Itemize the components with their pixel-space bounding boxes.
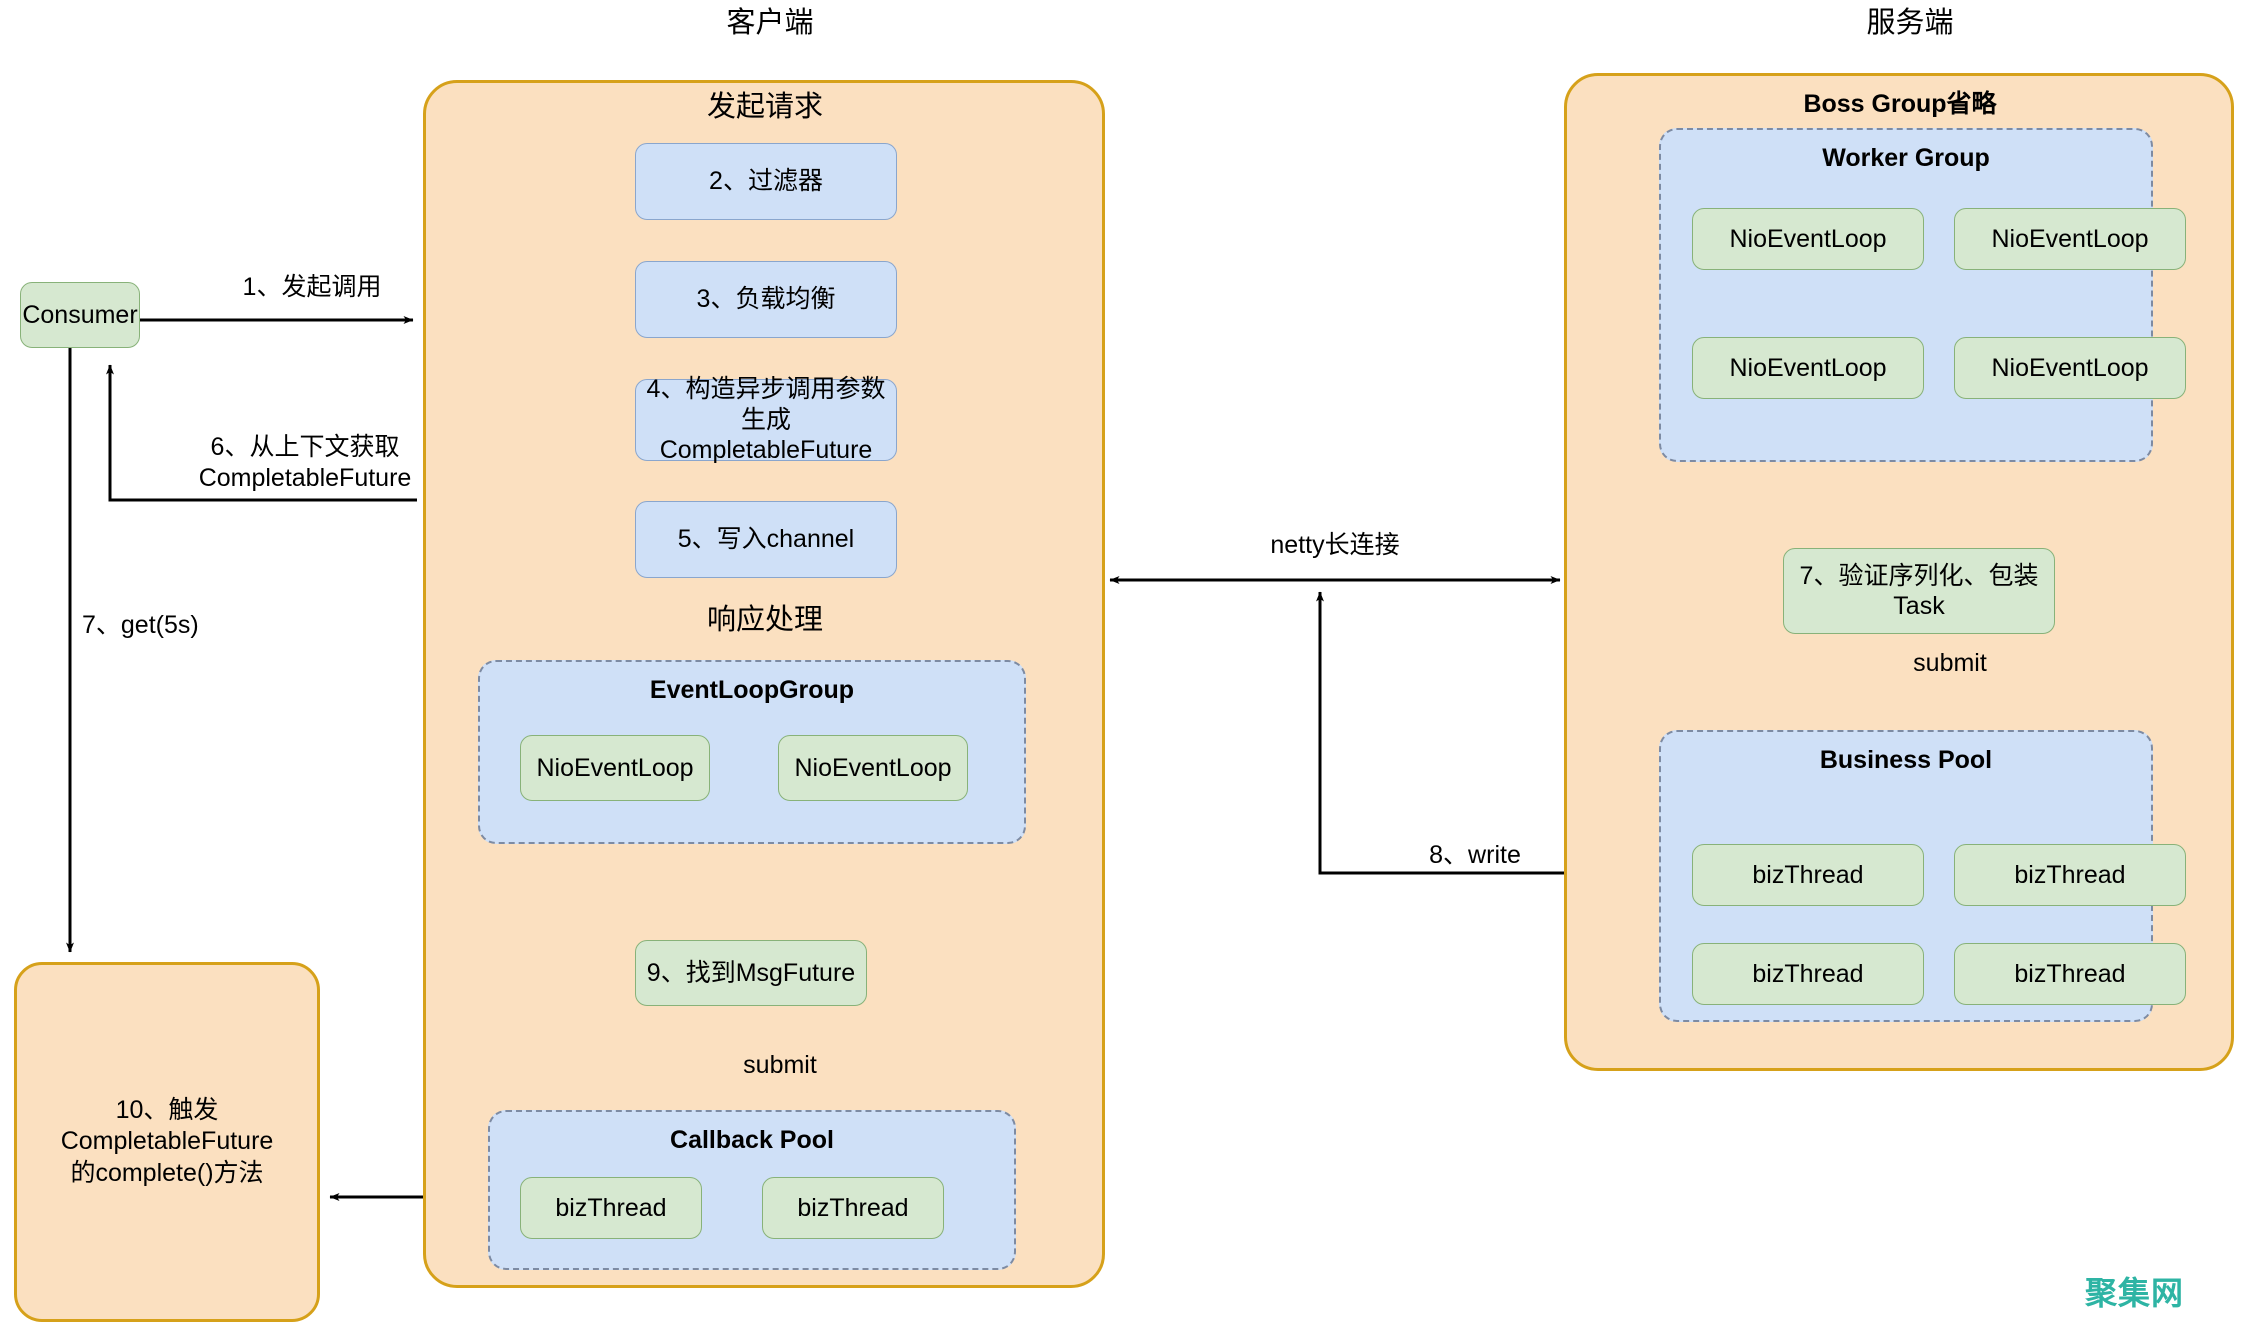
event-loop-group-thread-1[interactable]: NioEventLoop bbox=[778, 735, 968, 801]
client-node-filter-label: 2、过滤器 bbox=[709, 167, 823, 196]
complete-future-box[interactable]: 10、触发CompletableFuture 的complete()方法 bbox=[14, 962, 320, 1322]
client-submit-label: submit bbox=[743, 1051, 817, 1079]
callback-pool-thread-0-label: bizThread bbox=[555, 1193, 667, 1222]
worker-group-title: Worker Group bbox=[1822, 144, 1990, 172]
client-node-msgfuture[interactable]: 9、找到MsgFuture bbox=[635, 940, 867, 1006]
worker-group: Worker Group NioEventLoop NioEventLoop N… bbox=[1659, 128, 2186, 462]
business-pool-thread-1[interactable]: bizThread bbox=[1954, 844, 2186, 906]
edge-label-get5s: 7、get(5s) bbox=[82, 611, 199, 639]
client-node-loadbalance[interactable]: 3、负载均衡 bbox=[635, 261, 897, 338]
server-submit-label: submit bbox=[1913, 649, 1987, 677]
business-pool-thread-3[interactable]: bizThread bbox=[1954, 943, 2186, 1005]
edge-label-invoke: 1、发起调用 bbox=[242, 273, 382, 301]
client-node-write-channel[interactable]: 5、写入channel bbox=[635, 501, 897, 578]
event-loop-group-thread-0-label: NioEventLoop bbox=[536, 753, 694, 782]
callback-pool-thread-0[interactable]: bizThread bbox=[520, 1177, 702, 1239]
business-pool-thread-0-label: bizThread bbox=[1752, 860, 1864, 889]
client-node-msgfuture-label: 9、找到MsgFuture bbox=[646, 958, 856, 987]
callback-pool-thread-1-label: bizThread bbox=[797, 1193, 909, 1222]
business-pool-thread-3-label: bizThread bbox=[2014, 959, 2126, 988]
consumer-label: Consumer bbox=[22, 300, 138, 329]
client-node-filter[interactable]: 2、过滤器 bbox=[635, 143, 897, 220]
client-response-section-title: 响应处理 bbox=[706, 604, 823, 636]
event-loop-group-thread-1-label: NioEventLoop bbox=[794, 753, 952, 782]
worker-group-thread-0[interactable]: NioEventLoop bbox=[1692, 208, 1924, 270]
callback-pool-thread-1[interactable]: bizThread bbox=[762, 1177, 944, 1239]
event-loop-group-title: EventLoopGroup bbox=[649, 676, 855, 704]
callback-pool-title: Callback Pool bbox=[670, 1126, 834, 1154]
callback-pool: Callback Pool bizThread bizThread bbox=[488, 1110, 1016, 1270]
business-pool-thread-2[interactable]: bizThread bbox=[1692, 943, 1924, 1005]
edge-label-get-future: 6、从上下文获取 CompletableFuture bbox=[198, 433, 412, 493]
worker-group-thread-0-label: NioEventLoop bbox=[1729, 224, 1887, 253]
worker-group-thread-3[interactable]: NioEventLoop bbox=[1954, 337, 2186, 399]
event-loop-group-thread-0[interactable]: NioEventLoop bbox=[520, 735, 710, 801]
client-node-build-future[interactable]: 4、构造异步调用参数 生成CompletableFuture bbox=[635, 375, 897, 464]
worker-group-thread-2-label: NioEventLoop bbox=[1729, 353, 1887, 382]
server-node-verify-task-label: 7、验证序列化、包装 Task bbox=[1799, 561, 2039, 621]
server-node-verify-task[interactable]: 7、验证序列化、包装 Task bbox=[1783, 548, 2055, 634]
business-pool-thread-2-label: bizThread bbox=[1752, 959, 1864, 988]
complete-future-label: 10、触发CompletableFuture 的complete()方法 bbox=[60, 1096, 274, 1187]
event-loop-group: EventLoopGroup NioEventLoop NioEventLoop bbox=[478, 660, 1026, 844]
client-node-build-future-label: 4、构造异步调用参数 生成CompletableFuture bbox=[646, 375, 886, 465]
client-title: 客户端 bbox=[726, 7, 814, 39]
client-node-write-channel-label: 5、写入channel bbox=[677, 525, 855, 554]
worker-group-thread-2[interactable]: NioEventLoop bbox=[1692, 337, 1924, 399]
edge-label-netty: netty长连接 bbox=[1270, 531, 1400, 559]
client-node-loadbalance-label: 3、负载均衡 bbox=[696, 285, 836, 314]
business-pool: Business Pool bizThread bizThread bizThr… bbox=[1659, 730, 2186, 1022]
worker-group-thread-3-label: NioEventLoop bbox=[1991, 353, 2149, 382]
business-pool-thread-1-label: bizThread bbox=[2014, 860, 2126, 889]
watermark: 聚集网 bbox=[2085, 1274, 2185, 1312]
client-request-section-title: 发起请求 bbox=[706, 91, 823, 123]
worker-group-thread-1[interactable]: NioEventLoop bbox=[1954, 208, 2186, 270]
edge-label-write: 8、write bbox=[1429, 841, 1521, 869]
business-pool-thread-0[interactable]: bizThread bbox=[1692, 844, 1924, 906]
business-pool-title: Business Pool bbox=[1819, 746, 1993, 774]
boss-group-title: Boss Group省略 bbox=[1803, 90, 1997, 118]
consumer-node[interactable]: Consumer bbox=[20, 282, 140, 348]
worker-group-thread-1-label: NioEventLoop bbox=[1991, 224, 2149, 253]
server-title: 服务端 bbox=[1866, 7, 1954, 39]
